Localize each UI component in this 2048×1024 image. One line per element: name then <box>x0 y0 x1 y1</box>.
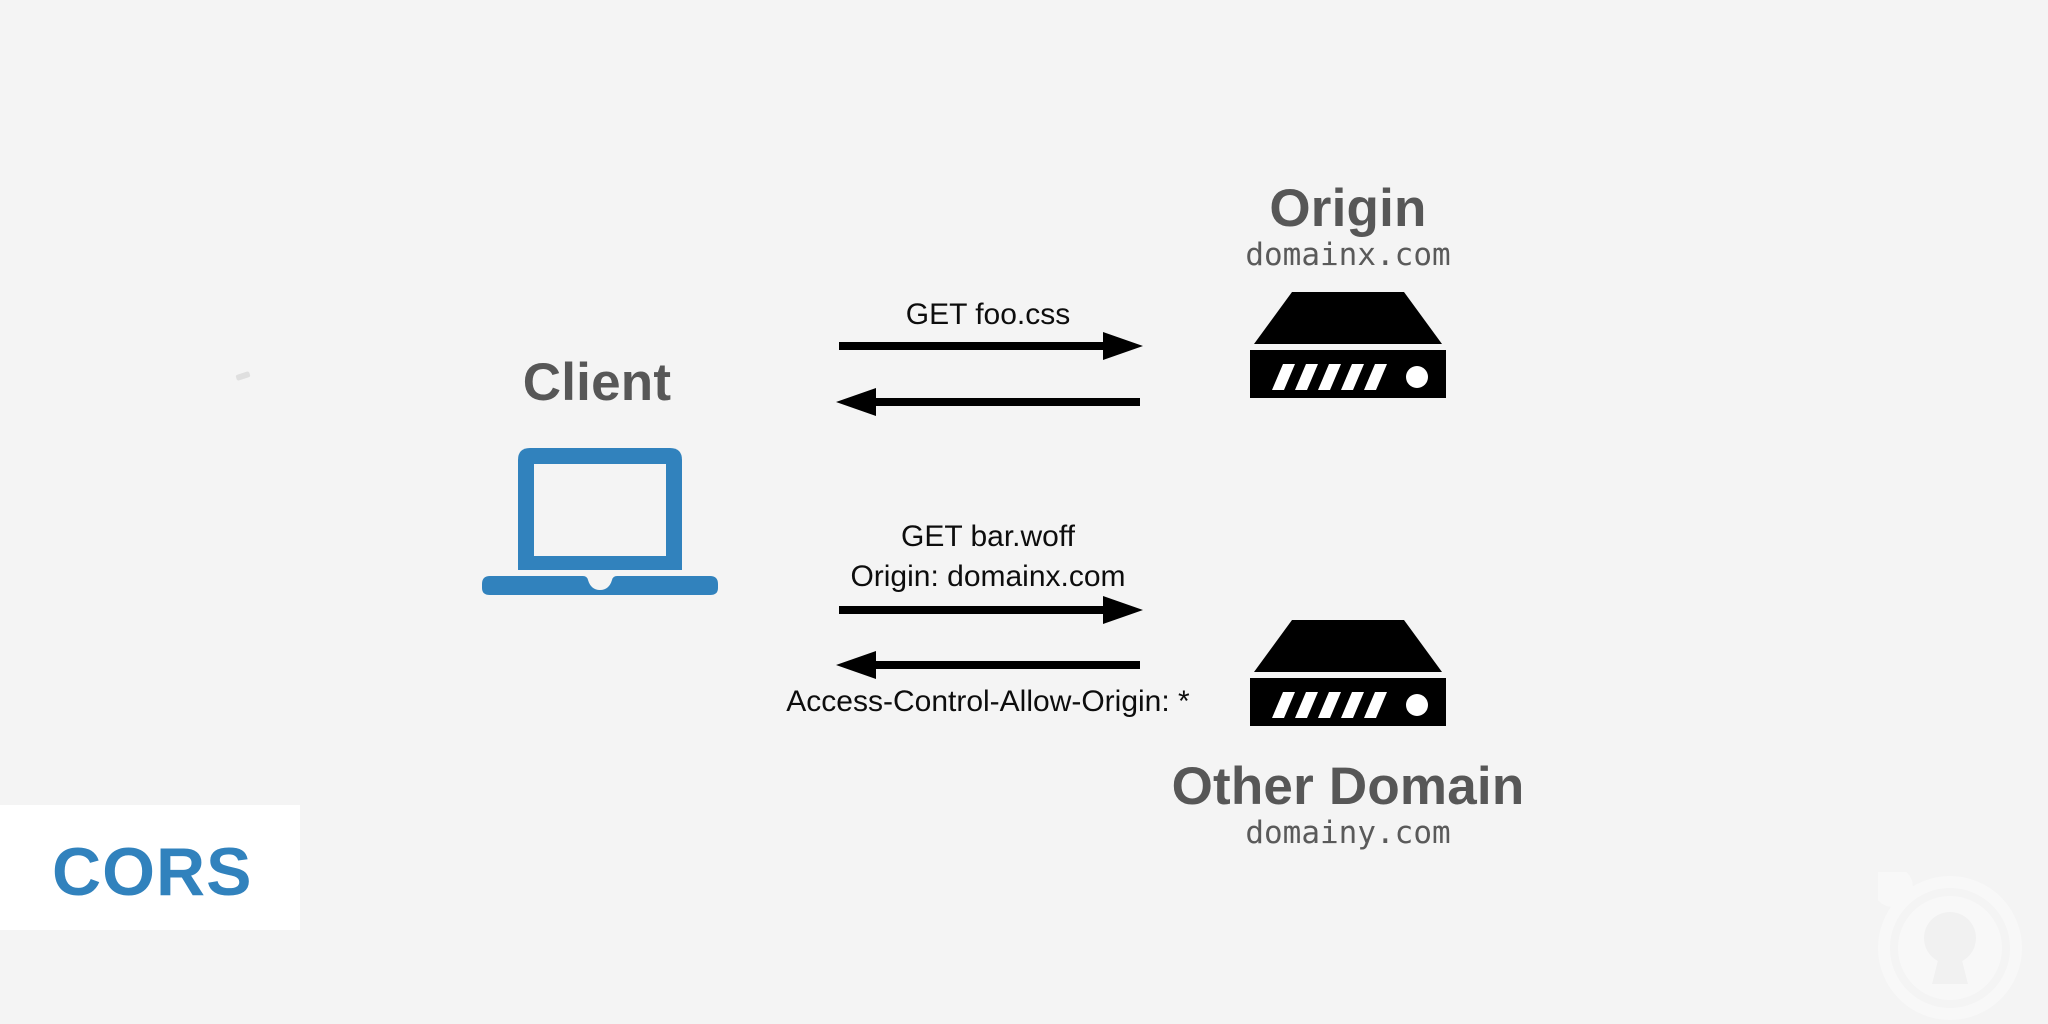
client-title: Client <box>522 353 672 412</box>
request-label-bar-woff-line1: GET bar.woff <box>901 520 1075 553</box>
other-domain-domain: domainy.com <box>1245 815 1451 851</box>
origin-title: Origin <box>1269 179 1427 238</box>
arrow-response-foo-css <box>832 386 1144 418</box>
arrow-request-bar-woff <box>835 594 1147 626</box>
laptop-icon <box>480 440 720 600</box>
origin-domain: domainx.com <box>1245 237 1451 273</box>
lock-keyhole-icon <box>1871 865 2048 1024</box>
arrow-request-foo-css <box>835 330 1147 362</box>
request-label-bar-woff-line2: Origin: domainx.com <box>850 560 1126 593</box>
server-icon-origin <box>1250 288 1446 406</box>
cors-badge-label: CORS <box>52 834 253 910</box>
request-label-foo-css: GET foo.css <box>905 298 1071 331</box>
response-label-allow-origin: Access-Control-Allow-Origin: * <box>786 685 1190 718</box>
server-icon-other-domain <box>1250 616 1446 734</box>
artifact-speck <box>235 370 251 382</box>
cors-badge-panel <box>0 805 300 930</box>
arrow-response-allow-origin <box>832 649 1144 681</box>
other-domain-title: Other Domain <box>1171 757 1525 816</box>
